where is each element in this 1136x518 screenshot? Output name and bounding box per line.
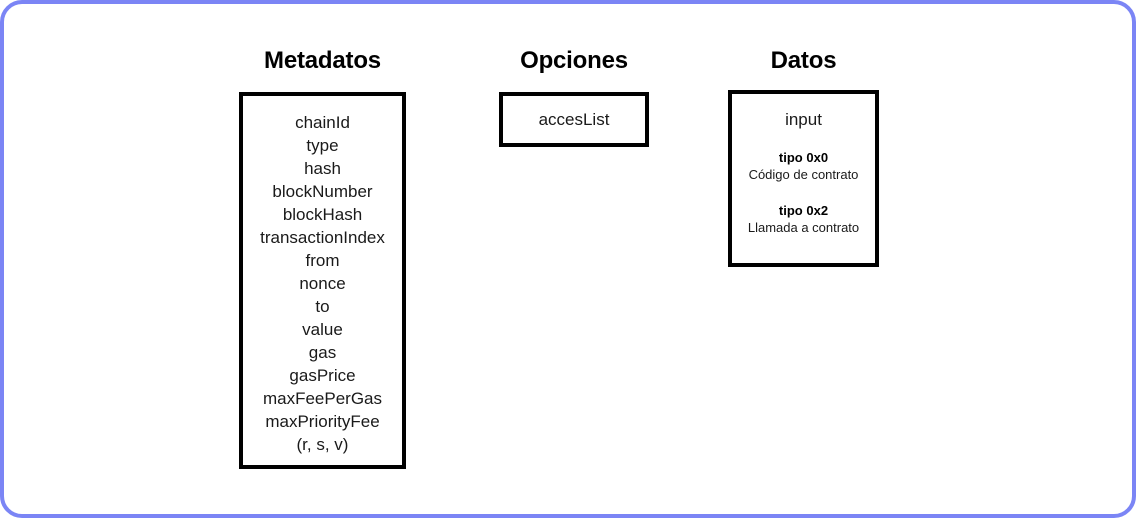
list-item: (r, s, v) <box>296 435 349 454</box>
list-item: maxFeePerGas <box>262 389 383 408</box>
datos-group-description: Llamada a contrato <box>747 220 860 235</box>
list-item: chainId <box>295 113 350 132</box>
list-item: gasPrice <box>289 366 356 385</box>
heading-datos: Datos <box>770 47 837 74</box>
panel-metadatos: chainId type hash blockNumber blockHash … <box>239 92 406 469</box>
datos-group: tipo 0x2 Llamada a contrato <box>748 202 859 236</box>
list-item: from <box>305 251 340 270</box>
list-item: transactionIndex <box>260 228 385 247</box>
list-item: value <box>302 320 343 339</box>
column-metadatos: Metadatos chainId type hash blockNumber … <box>239 49 406 469</box>
datos-group-label: tipo 0x0 <box>778 150 829 165</box>
diagram-canvas: Metadatos chainId type hash blockNumber … <box>4 4 1132 514</box>
column-opciones: Opciones accesList <box>499 49 649 147</box>
list-item: type <box>306 136 339 155</box>
column-datos: Datos input tipo 0x0 Código de contrato … <box>728 49 879 267</box>
list-item: nonce <box>299 274 346 293</box>
list-item: blockHash <box>282 205 363 224</box>
datos-group-label: tipo 0x2 <box>778 203 829 218</box>
datos-group-description: Código de contrato <box>748 167 859 182</box>
list-item: to <box>315 297 330 316</box>
list-item: hash <box>304 159 341 178</box>
list-item: maxPriorityFee <box>265 412 380 431</box>
panel-datos: input tipo 0x0 Código de contrato tipo 0… <box>728 90 879 267</box>
list-item: gas <box>308 343 337 362</box>
datos-group: tipo 0x0 Código de contrato <box>749 149 859 183</box>
list-item: blockNumber <box>272 182 373 201</box>
list-item: accesList <box>538 109 610 129</box>
datos-input-label: input <box>785 110 822 129</box>
heading-opciones: Opciones <box>520 47 628 74</box>
heading-metadatos: Metadatos <box>264 47 381 74</box>
panel-opciones: accesList <box>499 92 649 147</box>
